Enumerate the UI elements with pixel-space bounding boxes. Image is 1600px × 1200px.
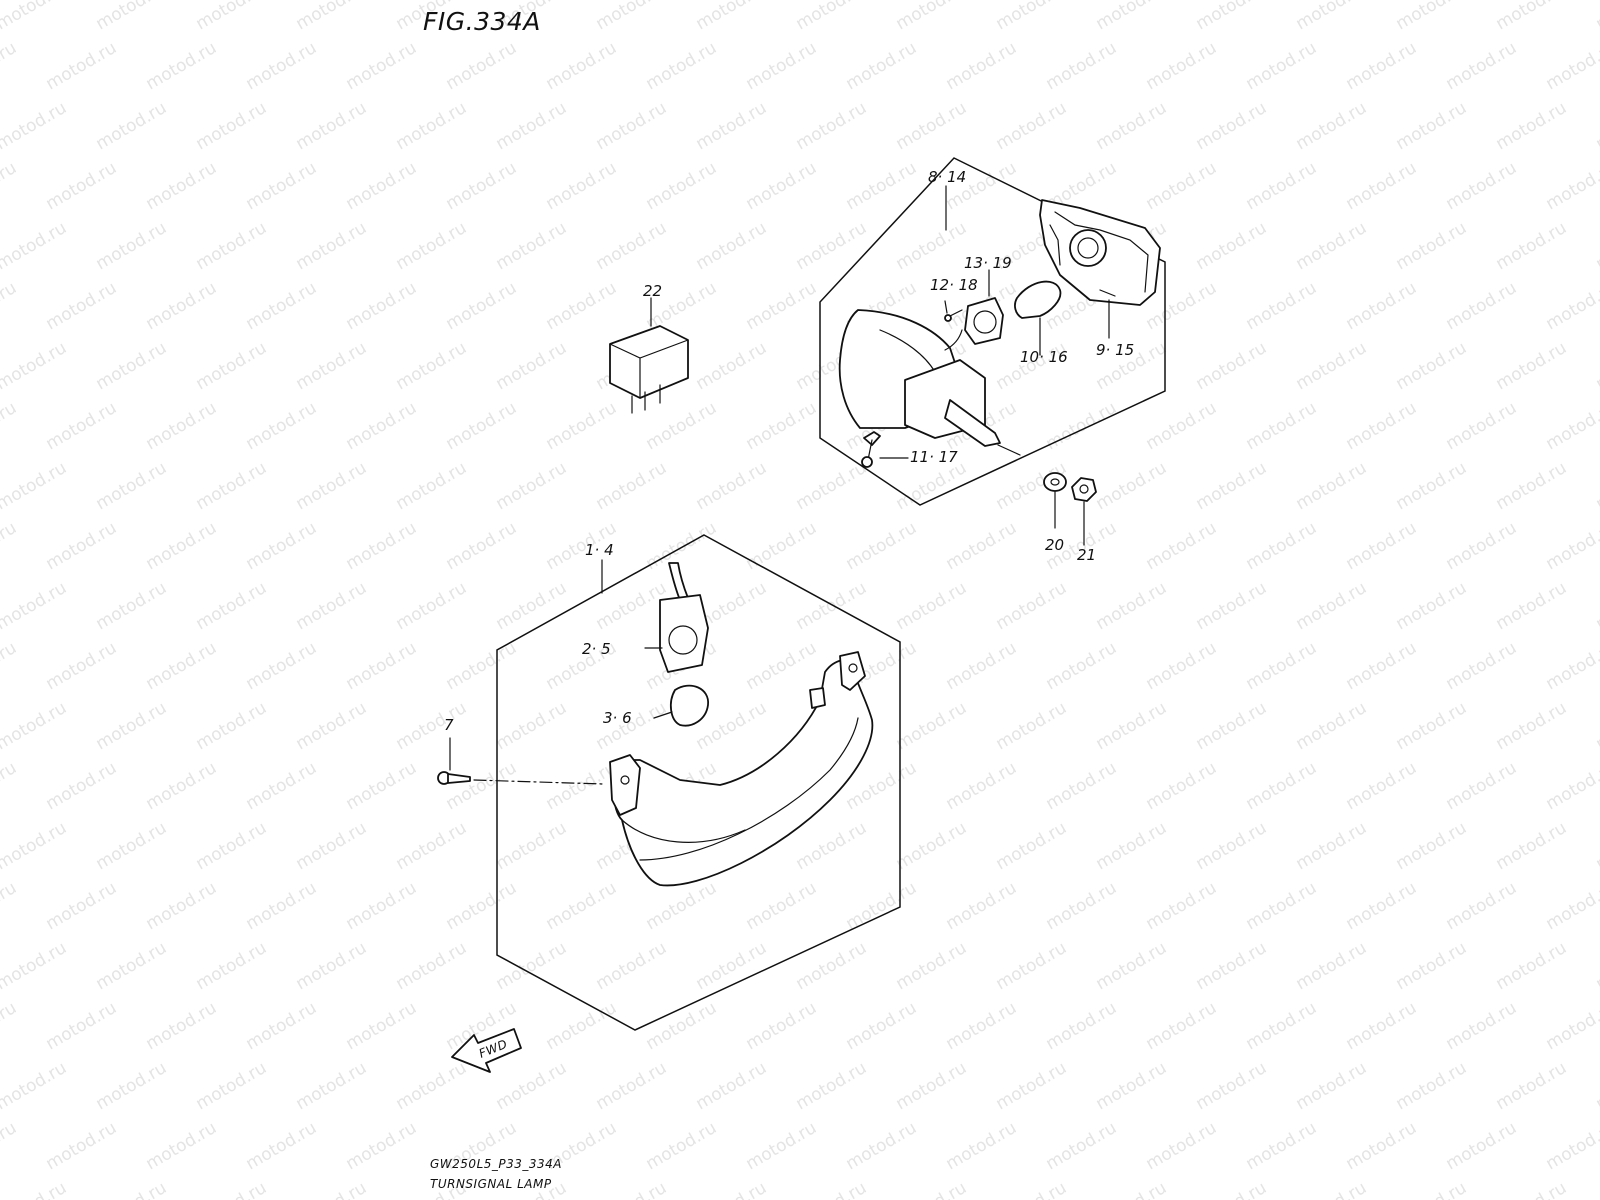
diagram-code: GW250L5_P33_334A [430, 1157, 562, 1171]
rear-turnsignal-assembly-box [819, 157, 1166, 506]
bulb-10-16 [1014, 280, 1062, 356]
callout-3-6: 3· 6 [603, 709, 632, 727]
front-turnsignal-lamp [609, 651, 874, 887]
callout-8-14: 8· 14 [928, 168, 966, 186]
washer-20 [1043, 472, 1067, 529]
screw-12-18 [944, 300, 963, 322]
callout-9-15: 9· 15 [1096, 341, 1134, 359]
callout-10-16: 10· 16 [1020, 348, 1068, 366]
lens-9-15 [1039, 199, 1161, 339]
fwd-arrow: FWD [451, 1028, 522, 1073]
screw-11-17 [861, 431, 909, 468]
callout-13-19: 13· 19 [964, 254, 1012, 272]
callout-22: 22 [643, 282, 662, 300]
callout-12-18: 12· 18 [930, 276, 978, 294]
callout-2-5: 2· 5 [582, 640, 611, 658]
connector-2-5 [644, 562, 709, 673]
callout-7: 7 [444, 716, 454, 734]
front-turnsignal-assembly-box [496, 534, 901, 1031]
nut-21 [1071, 477, 1097, 546]
callout-20: 20 [1045, 536, 1064, 554]
watermark-text: motod.ru [1593, 0, 1600, 34]
screw-7 [437, 737, 604, 785]
rear-turnsignal-lamp [838, 309, 1021, 456]
callout-11-17: 11· 17 [910, 448, 958, 466]
relay-22 [609, 297, 689, 414]
diagram-name: TURNSIGNAL LAMP [430, 1177, 552, 1191]
callout-21: 21 [1077, 546, 1096, 564]
callout-1-4: 1· 4 [585, 541, 614, 559]
socket-13-19 [964, 269, 1004, 345]
figure-title: FIG.334A [423, 7, 541, 36]
bulb-3-6 [653, 684, 709, 727]
